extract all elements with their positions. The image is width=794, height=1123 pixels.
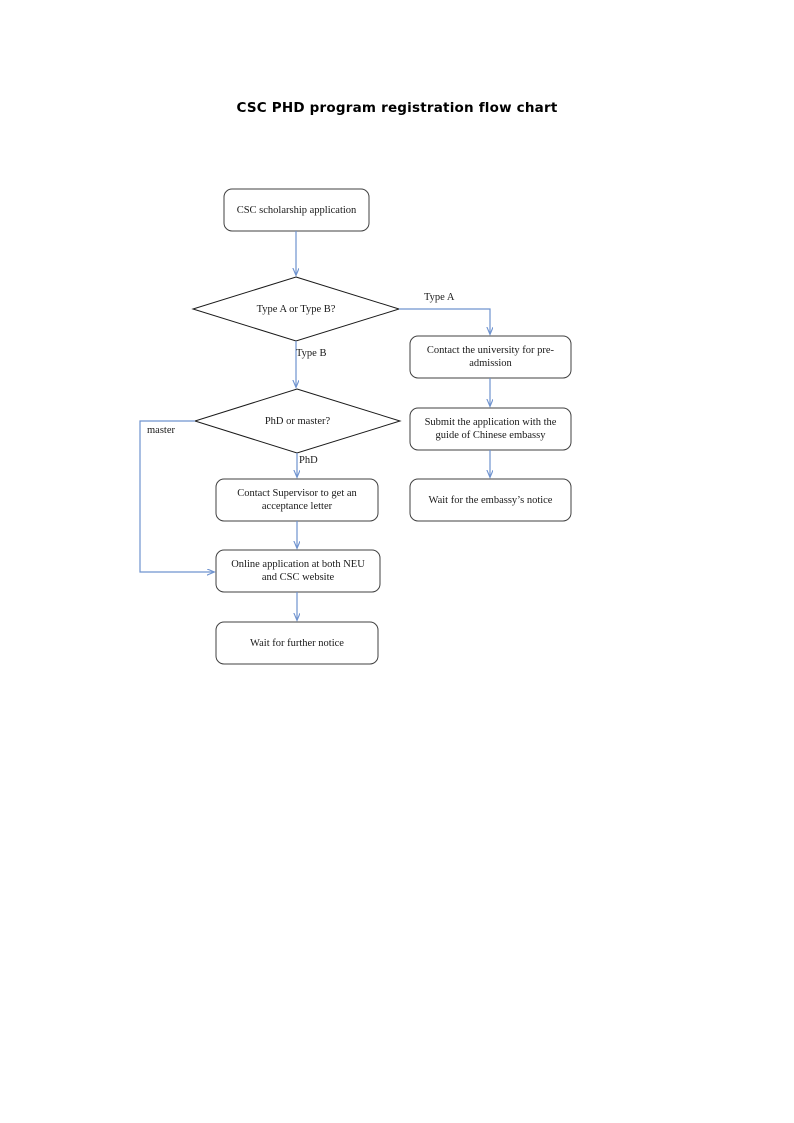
node-type-decision-shape xyxy=(191,276,401,342)
node-contact-university-shape xyxy=(409,335,572,379)
edge-label-type-a: Type A xyxy=(424,292,455,303)
edge-degree-decision-to-online-application xyxy=(139,420,214,572)
edge-label-master: master xyxy=(147,425,175,436)
node-contact-supervisor-shape xyxy=(215,478,379,522)
edge-label-type-b: Type B xyxy=(296,348,327,359)
node-wait-embassy-shape xyxy=(409,478,572,522)
page-title: CSC PHD program registration flow chart xyxy=(236,100,558,116)
node-start-shape xyxy=(223,188,370,232)
node-degree-decision-shape xyxy=(193,388,402,454)
node-online-application-shape xyxy=(215,549,381,593)
edge-label-phd: PhD xyxy=(299,455,318,466)
node-submit-application-shape xyxy=(409,407,572,451)
node-wait-notice-shape xyxy=(215,621,379,665)
edge-type-decision-to-contact-university xyxy=(399,308,490,334)
